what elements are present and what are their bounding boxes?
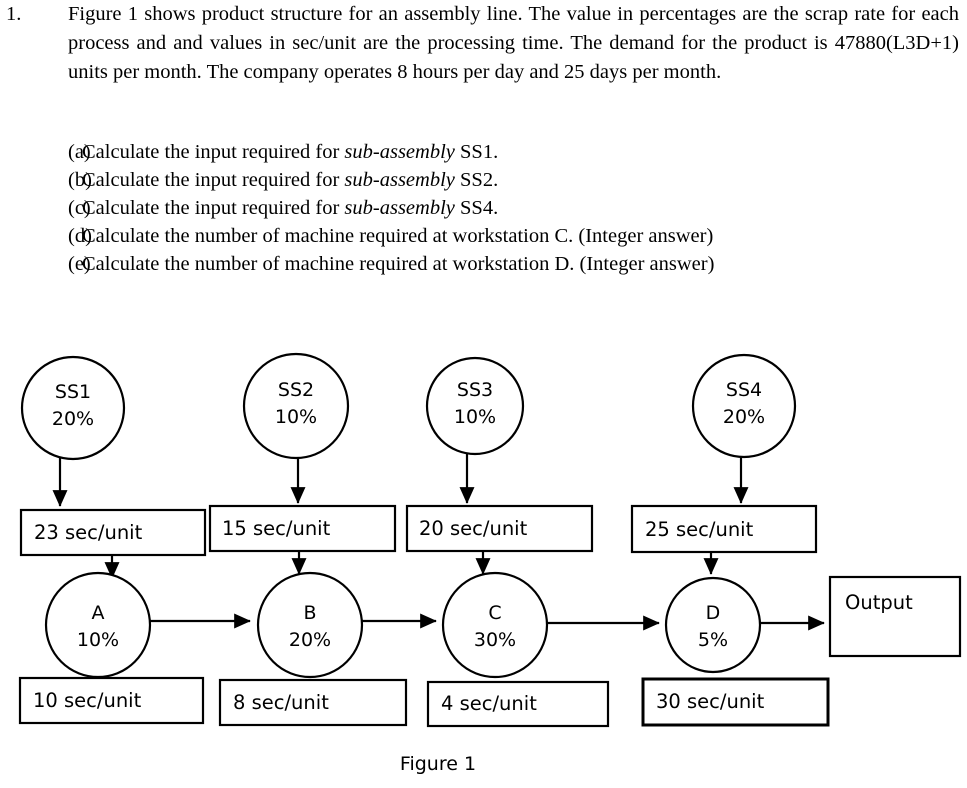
sub-question-c-label: (c) <box>68 197 91 219</box>
workstation-b-name: B <box>303 602 316 624</box>
workstation-circle-c <box>441 571 549 679</box>
workstation-time-box-d: 30 sec/unit <box>641 677 830 727</box>
sub-question-c-text: Calculate the input required for sub-ass… <box>82 194 498 222</box>
sub-question-c-post: SS4. <box>454 197 499 219</box>
subassembly-time-box-ss4: 25 sec/unit <box>630 504 818 554</box>
output-node: Output <box>828 575 962 658</box>
workstation-c-name: C <box>488 602 501 624</box>
question-number: 1. <box>6 3 22 25</box>
subassembly-ss2-name: SS2 <box>278 379 314 401</box>
subassembly-circle-ss3 <box>425 356 525 456</box>
workstation-time-rect-d <box>641 677 830 727</box>
subassembly-time-label-ss1: 23 sec/unit <box>34 521 143 544</box>
sub-question-d-text: Calculate the number of machine required… <box>82 222 713 250</box>
sub-question-list: (a) Calculate the input required for sub… <box>0 138 967 278</box>
sub-question-d: (d) Calculate the number of machine requ… <box>0 222 967 250</box>
subassembly-node-ss3: SS3 10% <box>425 356 525 456</box>
subassembly-ss1-name: SS1 <box>55 381 91 403</box>
sub-question-a-text: Calculate the input required for sub-ass… <box>82 138 498 166</box>
question-row: 1. Figure 1 shows product structure for … <box>0 0 967 87</box>
sub-question-a-post: SS1. <box>454 141 499 163</box>
subassembly-time-label-ss4: 25 sec/unit <box>645 518 754 541</box>
subassembly-circle-ss4 <box>691 353 797 459</box>
question-paragraph: Figure 1 shows product structure for an … <box>68 0 967 87</box>
workstation-d-scrap: 5% <box>698 629 728 651</box>
workstation-circle-a <box>44 571 152 679</box>
subassembly-node-ss2: SS2 10% <box>242 352 350 460</box>
workstation-c-scrap: 30% <box>474 629 516 651</box>
workstation-time-box-a: 10 sec/unit <box>18 676 205 725</box>
workstation-node-d: D 5% <box>664 576 762 674</box>
workstation-time-box-c: 4 sec/unit <box>426 680 610 728</box>
sub-question-e-label: (e) <box>68 253 91 275</box>
subassembly-time-rect-ss3 <box>405 504 594 553</box>
subassembly-ss4-scrap: 20% <box>723 406 765 428</box>
figure-caption: Figure 1 <box>400 753 476 775</box>
subassembly-time-label-ss2: 15 sec/unit <box>222 517 331 540</box>
sub-question-a-emphasis: sub-assembly <box>344 141 455 163</box>
subassembly-circle-ss2 <box>242 352 350 460</box>
sub-question-c: (c) Calculate the input required for sub… <box>0 194 967 222</box>
sub-question-a-pre: Calculate the input required for <box>82 141 345 163</box>
workstation-b-scrap: 20% <box>289 629 331 651</box>
output-rect <box>828 575 962 658</box>
sub-question-a-label: (a) <box>68 141 91 163</box>
question-paragraph-text: Figure 1 shows product structure for an … <box>68 3 959 83</box>
workstation-circle-d <box>664 576 762 674</box>
sub-question-b-post: SS2. <box>454 169 499 191</box>
subassembly-ss1-scrap: 20% <box>52 408 94 430</box>
subassembly-ss2-scrap: 10% <box>275 406 317 428</box>
subassembly-time-rect-ss4 <box>630 504 818 554</box>
subassembly-time-box-ss1: 23 sec/unit <box>19 508 207 557</box>
sub-question-b-pre: Calculate the input required for <box>82 169 345 191</box>
figure-1-diagram: SS1 20% SS2 10% SS3 10% SS4 20% 23 sec/u… <box>0 340 967 788</box>
subassembly-node-ss4: SS4 20% <box>691 353 797 459</box>
subassembly-time-box-ss2: 15 sec/unit <box>208 504 397 553</box>
workstation-a-scrap: 10% <box>77 629 119 651</box>
workstation-d-name: D <box>706 602 721 624</box>
subassembly-time-label-ss3: 20 sec/unit <box>419 517 528 540</box>
subassembly-node-ss1: SS1 20% <box>20 355 126 461</box>
sub-question-d-label: (d) <box>68 225 92 247</box>
sub-question-c-emphasis: sub-assembly <box>344 197 455 219</box>
sub-question-e: (e) Calculate the number of machine requ… <box>0 250 967 278</box>
sub-question-a: (a) Calculate the input required for sub… <box>0 138 967 166</box>
workstation-time-rect-c <box>426 680 610 728</box>
subassembly-ss3-name: SS3 <box>457 379 493 401</box>
sub-question-c-pre: Calculate the input required for <box>82 197 345 219</box>
subassembly-time-rect-ss2 <box>208 504 397 553</box>
workstation-time-label-d: 30 sec/unit <box>656 690 765 713</box>
workstation-time-box-b: 8 sec/unit <box>218 678 408 727</box>
workstation-node-c: C 30% <box>441 571 549 679</box>
question-block: 1. Figure 1 shows product structure for … <box>0 0 967 87</box>
sub-question-d-pre: Calculate the number of machine required… <box>82 225 714 247</box>
sub-question-b-label: (b) <box>68 169 92 191</box>
sub-question-b: (b) Calculate the input required for sub… <box>0 166 967 194</box>
subassembly-time-box-ss3: 20 sec/unit <box>405 504 594 553</box>
workstation-node-a: A 10% <box>44 571 152 679</box>
subassembly-circle-ss1 <box>20 355 126 461</box>
workstation-a-name: A <box>92 602 105 624</box>
subassembly-ss4-name: SS4 <box>726 379 762 401</box>
workstation-time-label-a: 10 sec/unit <box>33 689 142 712</box>
workstation-time-label-b: 8 sec/unit <box>233 691 329 714</box>
sub-question-e-text: Calculate the number of machine required… <box>82 250 714 278</box>
workstation-time-rect-a <box>18 676 205 725</box>
subassembly-ss3-scrap: 10% <box>454 406 496 428</box>
sub-question-b-text: Calculate the input required for sub-ass… <box>82 166 498 194</box>
output-label: Output <box>845 591 913 614</box>
workstation-time-label-c: 4 sec/unit <box>441 692 537 715</box>
workstation-node-b: B 20% <box>256 571 364 679</box>
workstation-circle-b <box>256 571 364 679</box>
sub-question-b-emphasis: sub-assembly <box>344 169 455 191</box>
sub-question-e-pre: Calculate the number of machine required… <box>82 253 715 275</box>
workstation-time-rect-b <box>218 678 408 727</box>
